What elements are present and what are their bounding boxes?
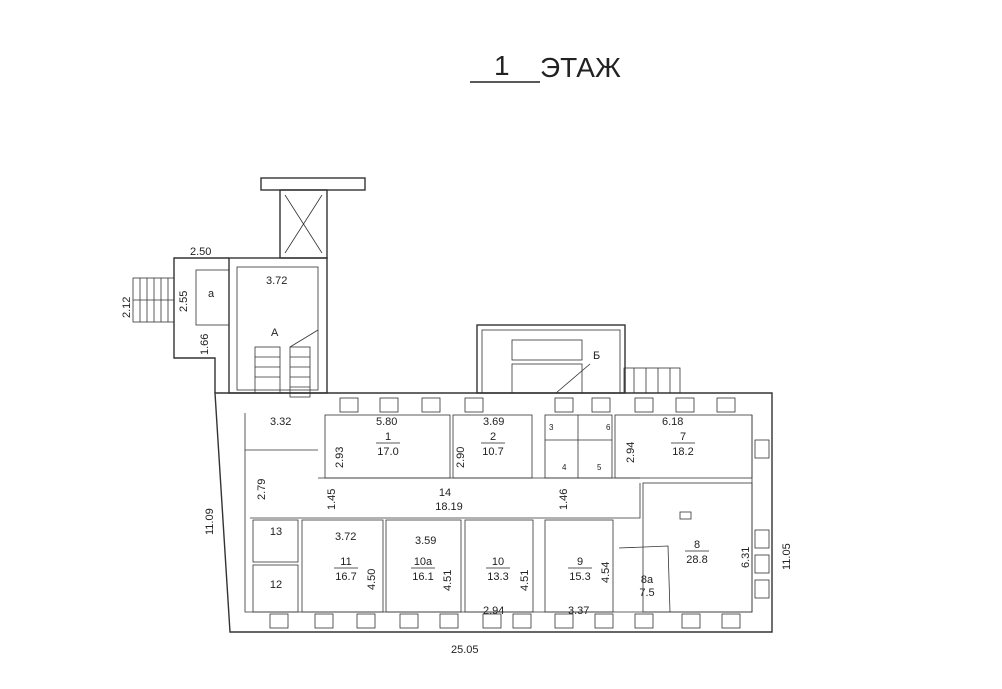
room-10a-outline xyxy=(385,519,462,613)
dim-hall-width: 3.32 xyxy=(270,416,291,428)
floor-label: ЭТАЖ xyxy=(540,52,621,83)
room-10a-number: 10а xyxy=(414,556,433,568)
room-11-outline xyxy=(301,519,384,613)
dim-r1-width: 5.80 xyxy=(376,416,397,428)
dim-hall-height: 2.79 xyxy=(256,479,268,500)
stair-a xyxy=(228,257,328,398)
dim-r10-width: 2.94 xyxy=(483,605,504,617)
room-8a-partition xyxy=(618,545,671,613)
room-labels: 1 17.0 2 10.7 3 4 5 6 7 18.2 8 28.8 8а 7… xyxy=(270,423,709,599)
dim-r8-height: 6.31 xyxy=(740,547,752,568)
dimensions: 2.50 2.12 2.55 1.66 3.72 3.32 2.79 5.80 … xyxy=(121,246,793,656)
room-10-outline xyxy=(464,519,534,613)
dim-r7-width: 6.18 xyxy=(662,416,683,428)
stair-b xyxy=(476,324,681,394)
room-10-area: 13.3 xyxy=(487,571,508,583)
room-8a-number: 8а xyxy=(641,574,654,586)
dim-r1-height: 2.93 xyxy=(334,447,346,468)
room-2-number: 2 xyxy=(490,431,496,443)
wc-outline xyxy=(544,414,613,479)
room-9-area: 15.3 xyxy=(569,571,590,583)
windows xyxy=(269,397,770,629)
room-2-area: 10.7 xyxy=(482,446,503,458)
dim-r11-height: 4.50 xyxy=(366,569,378,590)
dim-r10-height: 4.51 xyxy=(519,570,531,591)
room-4-number: 4 xyxy=(562,463,567,472)
dim-annex-stair: 2.12 xyxy=(121,297,133,318)
dim-annex-lower: 1.66 xyxy=(199,334,211,355)
annotations: А Б а xyxy=(208,288,600,362)
dim-annex-room: 2.55 xyxy=(178,291,190,312)
room-9-outline xyxy=(544,519,614,613)
room-11-area: 16.7 xyxy=(335,571,356,583)
stair-b-label: Б xyxy=(593,350,600,362)
lift-shaft xyxy=(260,177,366,259)
room-1-number: 1 xyxy=(385,431,391,443)
dim-corr-right: 1.46 xyxy=(558,489,570,510)
room-10-number: 10 xyxy=(492,556,504,568)
room-14-length: 18.19 xyxy=(435,501,463,513)
room-9-number: 9 xyxy=(577,556,583,568)
floor-number: 1 xyxy=(494,50,510,81)
annex-room-label: а xyxy=(208,288,215,300)
dim-annex-width: 2.50 xyxy=(190,246,211,258)
annex xyxy=(132,257,230,393)
room-12-outline xyxy=(252,564,299,613)
dim-right-total: 11.05 xyxy=(781,543,793,570)
room-13-outline xyxy=(252,519,299,563)
dim-r7-height: 2.94 xyxy=(625,442,637,463)
room-1-area: 17.0 xyxy=(377,446,398,458)
dim-corr-left: 1.45 xyxy=(326,489,338,510)
room-12-number: 12 xyxy=(270,579,282,591)
room-13-number: 13 xyxy=(270,526,282,538)
room-7-outline xyxy=(614,414,753,479)
dim-r10a-height: 4.51 xyxy=(442,570,454,591)
room-5-number: 5 xyxy=(597,463,602,472)
dim-stair-a-width: 3.72 xyxy=(266,275,287,287)
room-10a-area: 16.1 xyxy=(412,571,433,583)
room-11-number: 11 xyxy=(340,556,351,568)
room-8a-area: 7.5 xyxy=(639,587,654,599)
dim-r9-width: 3.37 xyxy=(568,605,589,617)
room-7-number: 7 xyxy=(680,431,686,443)
dim-r9-height: 4.54 xyxy=(600,562,612,583)
dim-r10a-width: 3.59 xyxy=(415,535,436,547)
dim-r2-height: 2.90 xyxy=(455,447,467,468)
room-3-number: 3 xyxy=(549,423,554,432)
dim-r2-width: 3.69 xyxy=(483,416,504,428)
stair-a-label: А xyxy=(271,327,279,339)
dim-left-total: 11.09 xyxy=(204,508,216,535)
dim-r11-width: 3.72 xyxy=(335,531,356,543)
room-6-number: 6 xyxy=(606,423,611,432)
room-14-number: 14 xyxy=(439,487,451,499)
main-building xyxy=(214,392,773,633)
room-8-area: 28.8 xyxy=(686,554,707,566)
room-8-number: 8 xyxy=(694,539,700,551)
dim-bottom-total: 25.05 xyxy=(451,644,479,656)
room-7-area: 18.2 xyxy=(672,446,693,458)
room-8-outline xyxy=(642,482,753,613)
